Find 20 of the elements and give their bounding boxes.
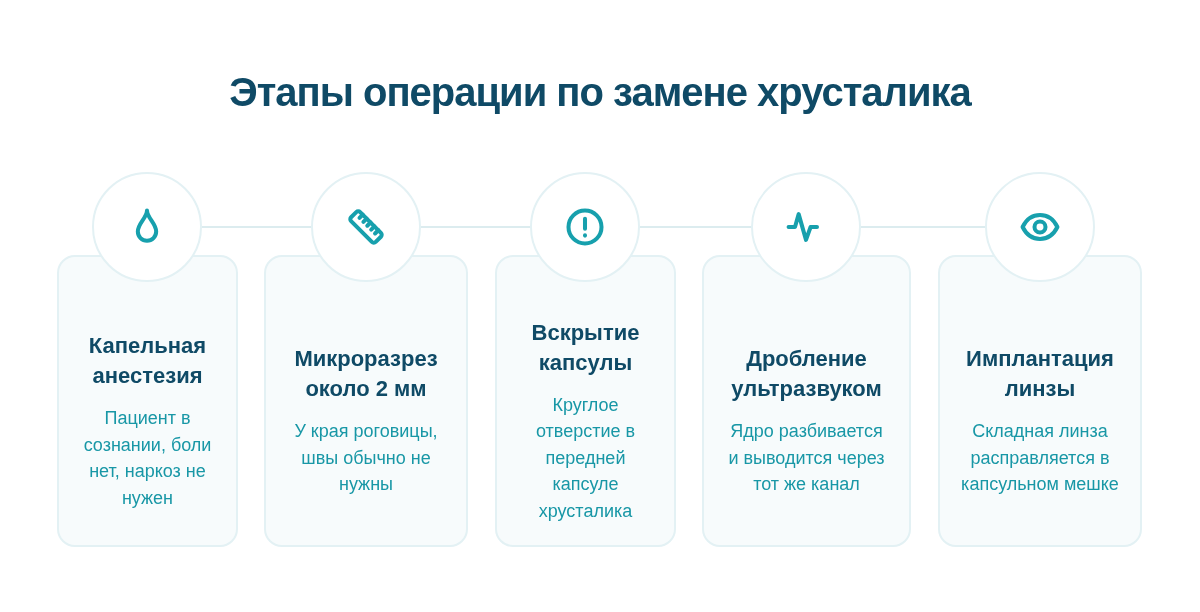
step-description: Круглое отверстие в передней капсуле хрусталика bbox=[534, 393, 637, 523]
step-heading: Дробление ультразвуком bbox=[730, 345, 883, 404]
step-heading: Микроразрез около 2 мм bbox=[293, 345, 439, 404]
step-card bbox=[938, 255, 1142, 547]
step-description: Складная линза расправляется в капсульном мешке bbox=[960, 420, 1120, 497]
step-description: Пациент в сознании, боли нет, наркоз не нужен bbox=[82, 407, 213, 510]
title: Этапы операции по замене хрусталика bbox=[228, 69, 973, 116]
connector-line bbox=[201, 226, 312, 228]
connector-line bbox=[420, 226, 531, 228]
step-card bbox=[495, 255, 676, 547]
step-description: Ядро разбивается и выводится через тот же канал bbox=[727, 420, 886, 497]
connector-line bbox=[860, 226, 986, 228]
step-card bbox=[57, 255, 238, 547]
step-heading: Капельная анестезия bbox=[87, 332, 208, 390]
step-heading: Вскрытие капсулы bbox=[530, 318, 641, 377]
connector-line bbox=[639, 226, 752, 228]
step-description: У края роговицы, швы обычно не нужны bbox=[293, 420, 439, 497]
step-card bbox=[264, 255, 468, 547]
step-heading: Имплантация линзы bbox=[965, 345, 1115, 404]
step-card bbox=[702, 255, 911, 547]
